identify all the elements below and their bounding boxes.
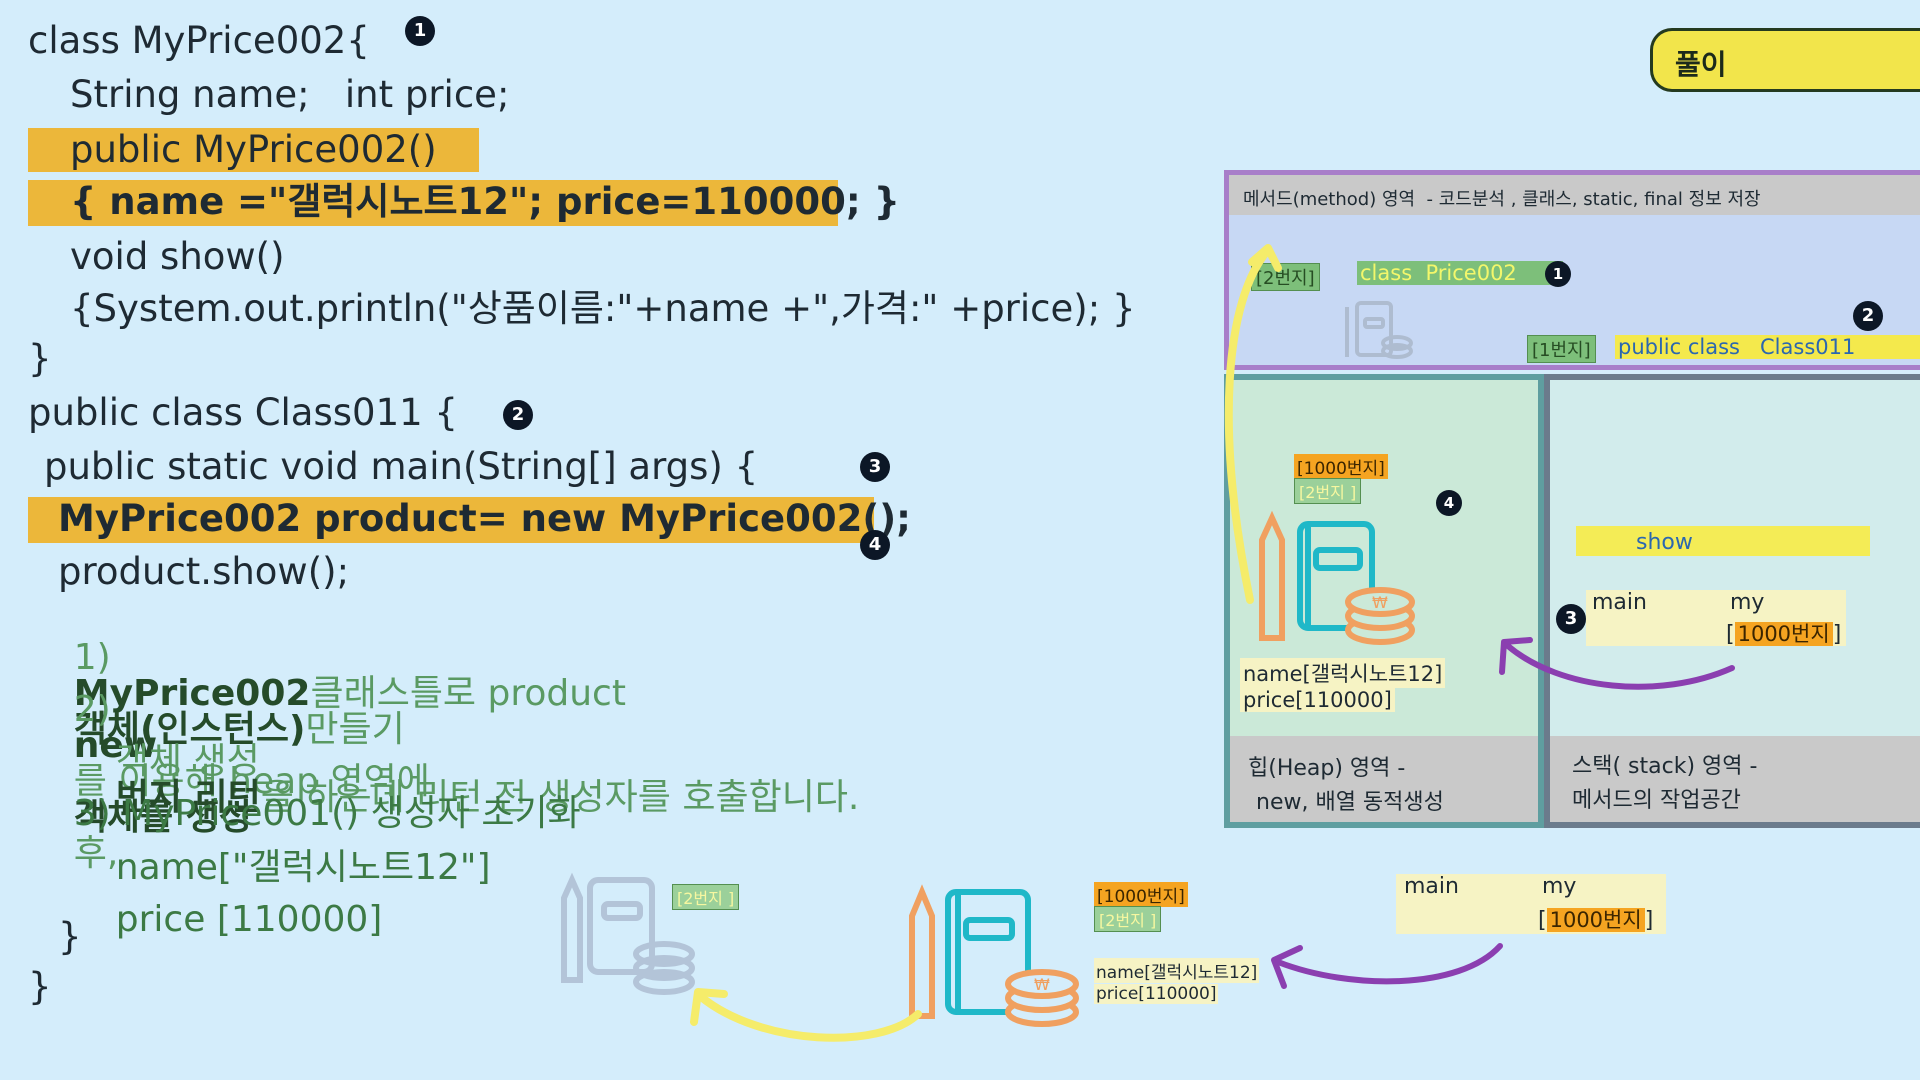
method-area-title: 메서드(method) 영역 - 코드분석 , 클래스, static, fin… (1243, 189, 1761, 210)
stack-show: show (1636, 530, 1693, 555)
code-closing-2: } (28, 965, 52, 1008)
step-2b-c: 을 하는데 리턴 전 생성자를 호출합니다. (260, 777, 860, 818)
step-1-end: 만들기 (305, 709, 405, 750)
step-1-class: MyPrice002 (73, 673, 311, 714)
stack-title-2: 메서드의 작업공간 (1572, 788, 1741, 813)
step-3-price: price [110000] (115, 899, 383, 940)
code-line-7: } (28, 337, 52, 380)
svg-text:₩: ₩ (1372, 593, 1388, 612)
code-line-8: public class Class011 { (28, 391, 458, 434)
bottom-my: my (1542, 874, 1577, 899)
marker-1: 1 (405, 16, 435, 46)
stack-marker-3: 3 (1556, 604, 1586, 634)
stack-reference: 1000번지 (1734, 622, 1833, 646)
svg-text:₩: ₩ (1034, 975, 1050, 994)
step-2b-a: 객체 생성 (115, 741, 260, 782)
code-line-3: public MyPrice002() (70, 128, 437, 171)
step-2-new: new (73, 725, 158, 766)
method-area: 메서드(method) 영역 - 코드분석 , 클래스, static, fin… (1224, 170, 1920, 370)
faded-book-icon-bottom (561, 872, 695, 995)
heap-address-2: [2번지 ] (1294, 478, 1362, 504)
faded-book-icon (1345, 301, 1413, 359)
heap-address-1000: [1000번지] (1294, 454, 1388, 479)
heap-area: [1000번지] [2번지 ] 4 ₩ name[갤럭시노트12] pric (1224, 374, 1544, 828)
bottom-reference: 1000번지 (1546, 908, 1645, 932)
heap-title-2: new, 배열 동적생성 (1256, 790, 1444, 815)
heap-name: name[갤럭시노트12] (1243, 662, 1443, 686)
stack-title-1: 스택( stack) 영역 - (1572, 754, 1758, 779)
stack-my: my (1730, 590, 1765, 615)
step-2-text: 를 이용해 heap 영역에 (73, 761, 430, 802)
step-1-object: 객체(인스턴스) (73, 709, 306, 750)
bottom-name: name[갤럭시노트12] (1096, 963, 1258, 983)
step-3: 3) MyPrice001() 생성자 초기화 (73, 793, 581, 834)
step-2-create: 객체를 생성 (73, 797, 252, 838)
code-line-9: public static void main(String[] args) { (44, 445, 759, 488)
step-1-num: 1) (73, 637, 111, 678)
code-line-6: {System.out.println("상품이름:"+name +",가격:"… (70, 287, 1136, 330)
code-line-2: String name; int price; (70, 73, 510, 116)
solution-button[interactable]: 풀이 (1650, 28, 1920, 92)
bottom-price: price[110000] (1096, 984, 1217, 1004)
solution-label: 풀이 (1675, 48, 1727, 81)
code-closing-1: } (58, 915, 82, 958)
heap-title-1: 힙(Heap) 영역 - (1248, 756, 1406, 781)
explanation: 1) MyPrice002클래스틀로 product 객체(인스턴스)만들기 2… (28, 604, 860, 938)
public-label: public class Class011 (1615, 335, 1920, 359)
book-icon: ₩ (1259, 510, 1415, 645)
marker-4: 4 (860, 530, 890, 560)
bottom-address-1000: [1000번지] (1094, 882, 1188, 907)
code-line-1: class MyPrice002{ (28, 19, 370, 62)
marker-3: 3 (860, 452, 890, 482)
code-line-10: MyPrice002 product= new MyPrice002(); (58, 497, 911, 540)
stack-main: main (1592, 590, 1647, 615)
step-2-end: 후, (73, 833, 119, 874)
method-marker-2: 2 (1853, 301, 1883, 331)
code-line-11: product.show(); (58, 550, 350, 593)
heap-price: price[110000] (1243, 688, 1392, 712)
step-2b-b: 번지 리턴 (115, 777, 261, 818)
public-address: [1번지] (1527, 335, 1596, 363)
step-1-text: 클래스틀로 product (310, 673, 626, 714)
code-line-4: { name ="갤럭시노트12"; price=110000; } (70, 180, 900, 223)
code-line-5: void show() (70, 235, 285, 278)
bottom-address-2: [2번지 ] (1094, 906, 1162, 932)
marker-2: 2 (503, 400, 533, 430)
step-3-name: name["갤럭시노트12"] (115, 847, 491, 888)
heap-marker-4: 4 (1436, 490, 1462, 516)
bottom-main: main (1404, 874, 1459, 899)
class-label: class Price002 (1357, 261, 1563, 285)
method-marker-1: 1 (1545, 261, 1571, 287)
step-2-num: 2) (73, 689, 111, 730)
class-address: [2번지] (1251, 263, 1320, 291)
book-icon-bottom: ₩ (909, 884, 1079, 1027)
stack-area: show main my [1000번지] 3 스택( stack) 영역 - … (1544, 374, 1920, 828)
faded-address: [2번지 ] (672, 884, 740, 910)
